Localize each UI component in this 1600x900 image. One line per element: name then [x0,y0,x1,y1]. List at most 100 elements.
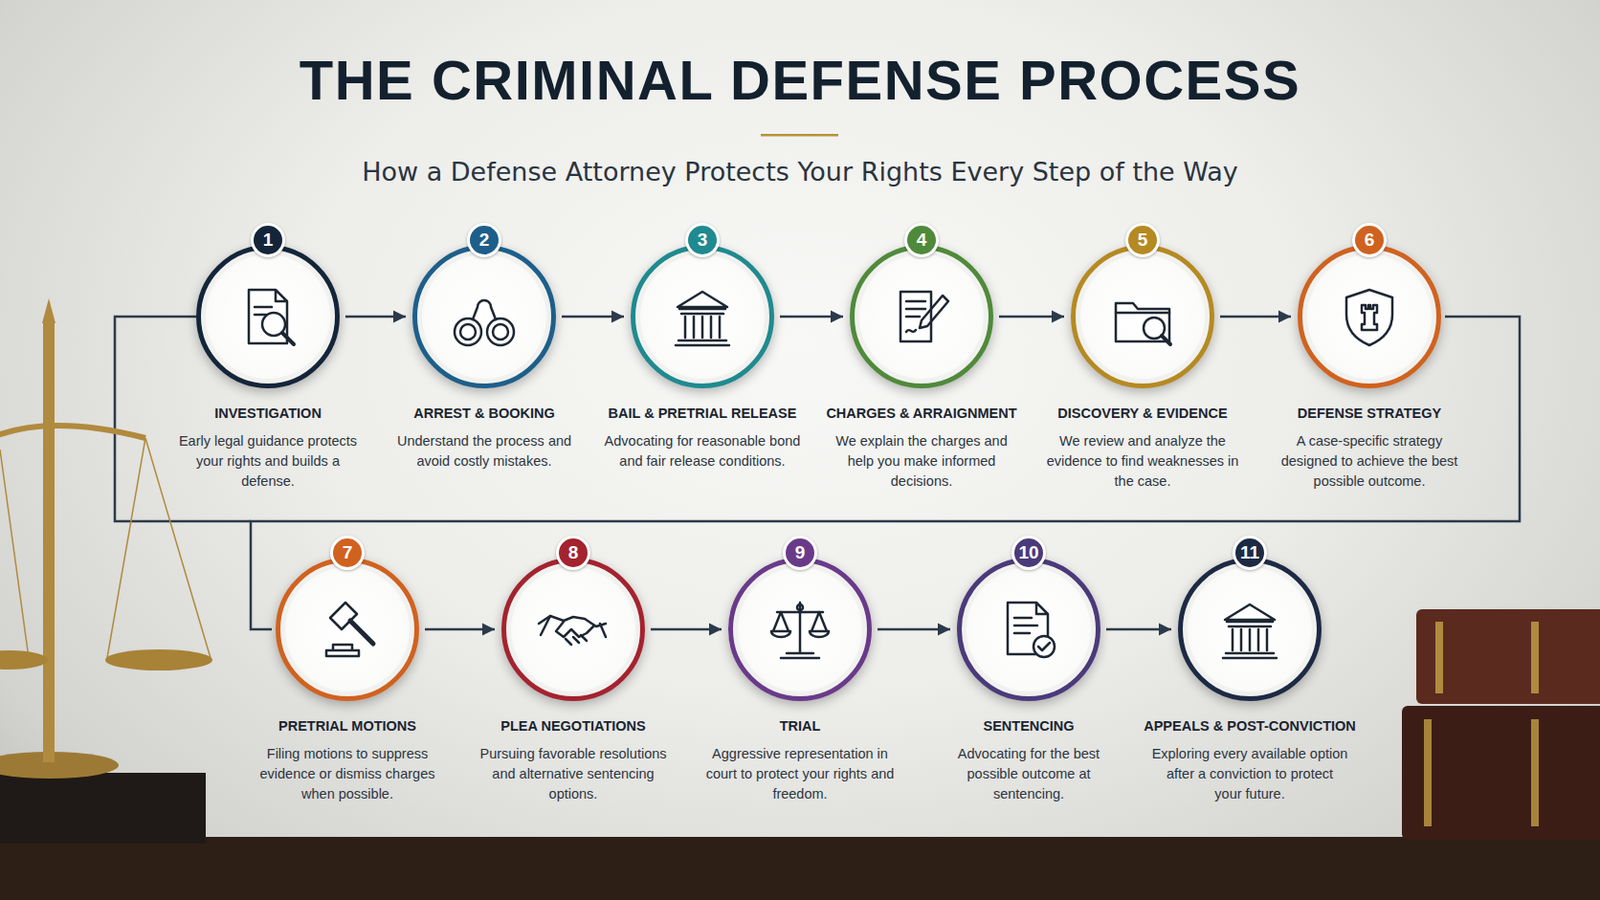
step-description: Exploring every available option after a… [1152,744,1349,805]
step-icon [1302,249,1437,384]
book-band [1435,622,1444,694]
flow-connector [561,311,624,324]
scale-base-block [0,773,206,845]
icon-stroke [906,330,916,333]
step-number: 9 [782,535,818,571]
icon-stroke [1222,653,1277,659]
flow-connector [1220,311,1291,324]
icon-stroke [1115,311,1170,315]
step-heading: CHARGES & ARRAIGNMENT [825,405,1017,422]
icon-stroke [1232,629,1267,651]
step-heading: INVESTIGATION [214,405,322,422]
step-heading: APPEALS & POST-CONVICTION [1143,718,1356,734]
book [1401,706,1600,841]
icon-stroke [771,631,829,638]
step-icon [1075,249,1210,384]
step-heading: PLEA NEGOTIATIONS [500,718,645,734]
book-band [1531,622,1539,694]
step-icon [961,562,1096,697]
step-heading: DEFENSE STRATEGY [1297,405,1442,422]
step-description: Understand the process and avoid costly … [386,431,583,472]
icon-stroke [282,333,294,345]
step-circle: 9TRIALAggressive representation in court… [728,557,872,702]
arrow-head [1278,311,1291,324]
arrow-head [1051,311,1065,324]
icon-stroke [460,324,476,340]
step-icon [854,249,989,384]
step-number: 10 [1011,535,1046,571]
step-number: 2 [466,222,502,258]
scale-pole [43,320,55,763]
step-heading: SENTENCING [982,718,1074,734]
arrow-head [611,311,624,324]
flow-connector [650,623,722,637]
icon-stroke [773,612,827,632]
icon-stroke [472,300,496,320]
scale-pan [105,649,213,671]
flow-connector [779,311,844,324]
step-number: 4 [904,222,939,258]
step-circle: 1INVESTIGATIONEarly legal guidance prote… [196,244,340,389]
icon-stroke [454,318,482,346]
step-description: Pursuing favorable resolutions and alter… [475,744,672,805]
icon-stroke [1224,604,1275,621]
step-heading: TRIAL [779,718,822,734]
desk-surface [0,837,1600,900]
icon-stroke [1033,636,1055,658]
scale-pan [0,650,48,670]
step-heading: BAIL & PRETRIAL RELEASE [608,405,798,422]
icon-stroke [1361,305,1378,331]
step-icon [733,562,867,697]
diagram-title: THE CRIMINAL DEFENSE PROCESS [0,47,1600,112]
icon-stroke [540,616,606,638]
scale-chain [0,449,29,659]
step-number: 5 [1125,222,1160,258]
flow-connector [999,311,1065,324]
subtitle-label: How a Defense Attorney Protects Your Rig… [0,156,1600,187]
step-number: 1 [250,222,286,258]
step-icon [1182,562,1317,697]
step-description: Early legal guidance protects your right… [170,431,367,492]
step-description: We review and analyze the evidence to fi… [1044,431,1242,492]
icon-stroke [677,291,728,308]
step-icon [200,249,335,384]
icon-stroke [1346,289,1393,346]
step-description: We explain the charges and help you make… [823,431,1021,492]
icon-stroke [492,324,509,340]
step-heading: PRETRIAL MOTIONS [278,718,417,734]
step-icon [635,249,770,384]
step-number: 3 [685,222,720,258]
icon-stroke [685,316,720,338]
icon-stroke [1226,622,1273,627]
icon-stroke [797,604,803,611]
step-circle: 7PRETRIAL MOTIONSFiling motions to suppr… [275,557,420,702]
icon-stroke [919,295,949,329]
scale-base [0,752,119,779]
step-circle: 8PLEA NEGOTIATIONSPursuing favorable res… [501,557,645,702]
gold-divider [760,133,839,137]
arrow-head [482,623,495,637]
icon-stroke [900,291,932,342]
flow-connector [877,623,951,637]
arrow-head [1158,623,1172,637]
scale-finial [42,298,56,324]
flow-connector [345,311,406,324]
arrow-head [393,311,406,324]
step-number: 7 [330,535,365,571]
icon-stroke [350,621,374,645]
scale-beam [0,425,146,439]
icon-stroke [248,289,288,344]
step-description: Filing motions to suppress evidence or d… [249,744,446,805]
step-circle: 4CHARGES & ARRAIGNMENTWe explain the cha… [849,244,994,389]
icon-stroke [1014,618,1038,634]
arrow-head [937,623,951,637]
step-circle: 5DISCOVERY & EVIDENCEWe review and analy… [1070,244,1215,389]
step-icon [280,562,415,697]
icon-stroke [487,318,514,346]
arrow-head [709,623,722,637]
step-description: Advocating for reasonable bond and fair … [604,431,801,472]
step-circle: 6DEFENSE STRATEGYA case-specific strateg… [1297,244,1442,389]
